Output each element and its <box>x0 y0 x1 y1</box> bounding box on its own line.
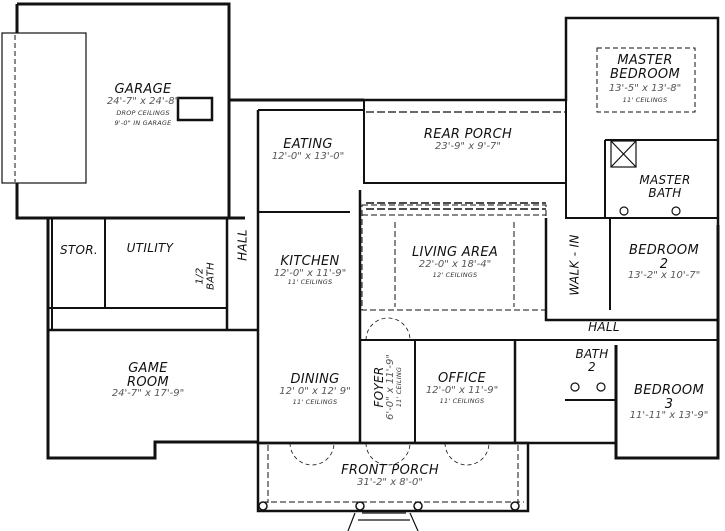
room-office: OFFICE 12'-0" x 11'-9" 11' CEILINGS <box>426 372 498 405</box>
room-name: KITCHEN <box>280 254 340 269</box>
room-dimensions: 11'-11" x 13'-9" <box>629 410 709 422</box>
room-dimensions: 24'-7" x 17'-9" <box>111 388 185 400</box>
room-name: REAR PORCH <box>423 127 513 142</box>
room-hall-west: HALL <box>235 229 250 261</box>
room-note: 11' CEILING <box>395 366 404 408</box>
room-name: MASTER <box>617 53 673 68</box>
room-dimensions: 12' 0" x 12' 9" <box>279 385 351 397</box>
room-front-porch: FRONT PORCH 31'-2" x 8'-0" <box>341 464 439 488</box>
garage-door <box>1 32 87 184</box>
room-dimensions: 13'-2" x 10'-7" <box>627 270 701 282</box>
room-note: 12' CEILINGS <box>432 271 478 280</box>
room-note: 11' CEILINGS <box>622 95 668 104</box>
room-dimensions: 24'-7" x 24'-8" <box>106 95 180 107</box>
room-name: DINING <box>290 372 340 387</box>
room-name: BATH <box>648 185 682 200</box>
room-name: 2 <box>659 256 669 272</box>
room-utility: UTILITY <box>127 242 174 255</box>
room-hall-east: HALL <box>588 321 620 334</box>
room-note: 11' CEILINGS <box>439 397 485 406</box>
room-dimensions: 31'-2" x 8'-0" <box>356 476 423 488</box>
room-name: LIVING AREA <box>411 245 499 260</box>
room-name: BATH <box>205 262 216 290</box>
room-name: MASTER <box>639 173 691 187</box>
room-note: 11' CEILINGS <box>287 278 333 287</box>
room-name: OFFICE <box>437 371 487 386</box>
room-name: GAME <box>128 361 168 376</box>
room-master-bath: MASTER BATH <box>639 174 690 199</box>
room-name: STOR. <box>59 243 99 257</box>
room-garage: GARAGE 24'-7" x 24'-8" DROP CEILINGS 9'-… <box>107 83 179 127</box>
room-bedroom-3: BEDROOM 3 11'-11" x 13'-9" <box>630 384 709 422</box>
room-kitchen: KITCHEN 12'-0" x 11'-9" 11' CEILINGS <box>274 255 346 286</box>
room-name: 1/2 <box>194 267 206 285</box>
room-name: HALL <box>235 229 250 261</box>
room-name: FOYER <box>372 366 387 408</box>
room-name: BEDROOM <box>629 243 699 258</box>
room-dining: DINING 12' 0" x 12' 9" 11' CEILINGS <box>279 373 351 406</box>
room-dimensions: 22'-0" x 18'-4" <box>418 258 492 270</box>
room-bath-2: BATH 2 <box>575 348 608 373</box>
room-name: GARAGE <box>114 82 172 97</box>
room-dimensions: 23'-9" x 9'-7" <box>434 140 502 152</box>
room-dimensions: 13'-5" x 13'-8" <box>608 83 682 95</box>
room-half-bath: 1/2 BATH <box>194 262 217 290</box>
room-name: WALK - IN <box>567 234 582 296</box>
room-eating: EATING 12'-0" x 13'-0" <box>272 138 344 162</box>
room-name: EATING <box>283 137 333 152</box>
room-game-room: GAME ROOM 24'-7" x 17'-9" <box>112 362 184 400</box>
room-name: BEDROOM <box>634 383 704 398</box>
room-foyer: FOYER 6'-0" x 11'-9" 11' CEILING <box>372 354 404 420</box>
room-master-bedroom: MASTER BEDROOM 13'-5" x 13'-8" 11' CEILI… <box>609 54 681 104</box>
room-walk-in: WALK - IN <box>567 234 582 296</box>
room-note: 9'-0" IN GARAGE <box>114 118 172 127</box>
room-living-area: LIVING AREA 22'-0" x 18'-4" 12' CEILINGS <box>412 246 498 279</box>
room-name: UTILITY <box>126 241 174 255</box>
room-name: BATH <box>575 347 609 361</box>
room-name: BEDROOM <box>610 66 680 82</box>
room-dimensions: 12'-0" x 13'-0" <box>271 150 345 162</box>
room-name: FRONT PORCH <box>341 463 439 478</box>
room-stor: STOR. <box>60 244 98 257</box>
room-bedroom-2: BEDROOM 2 13'-2" x 10'-7" <box>628 244 700 282</box>
room-rear-porch: REAR PORCH 23'-9" x 9'-7" <box>424 128 512 152</box>
room-name: 3 <box>664 396 674 412</box>
room-dimensions: 12'-0" x 11'-9" <box>425 384 499 396</box>
room-name: ROOM <box>127 374 169 390</box>
front-porch-outline <box>256 441 530 513</box>
room-note: 11' CEILINGS <box>292 398 338 407</box>
room-name: HALL <box>588 320 620 334</box>
room-dimensions: 12'-0" x 11'-9" <box>273 267 347 279</box>
room-note: DROP CEILINGS <box>116 109 170 118</box>
room-name: 2 <box>588 359 596 374</box>
